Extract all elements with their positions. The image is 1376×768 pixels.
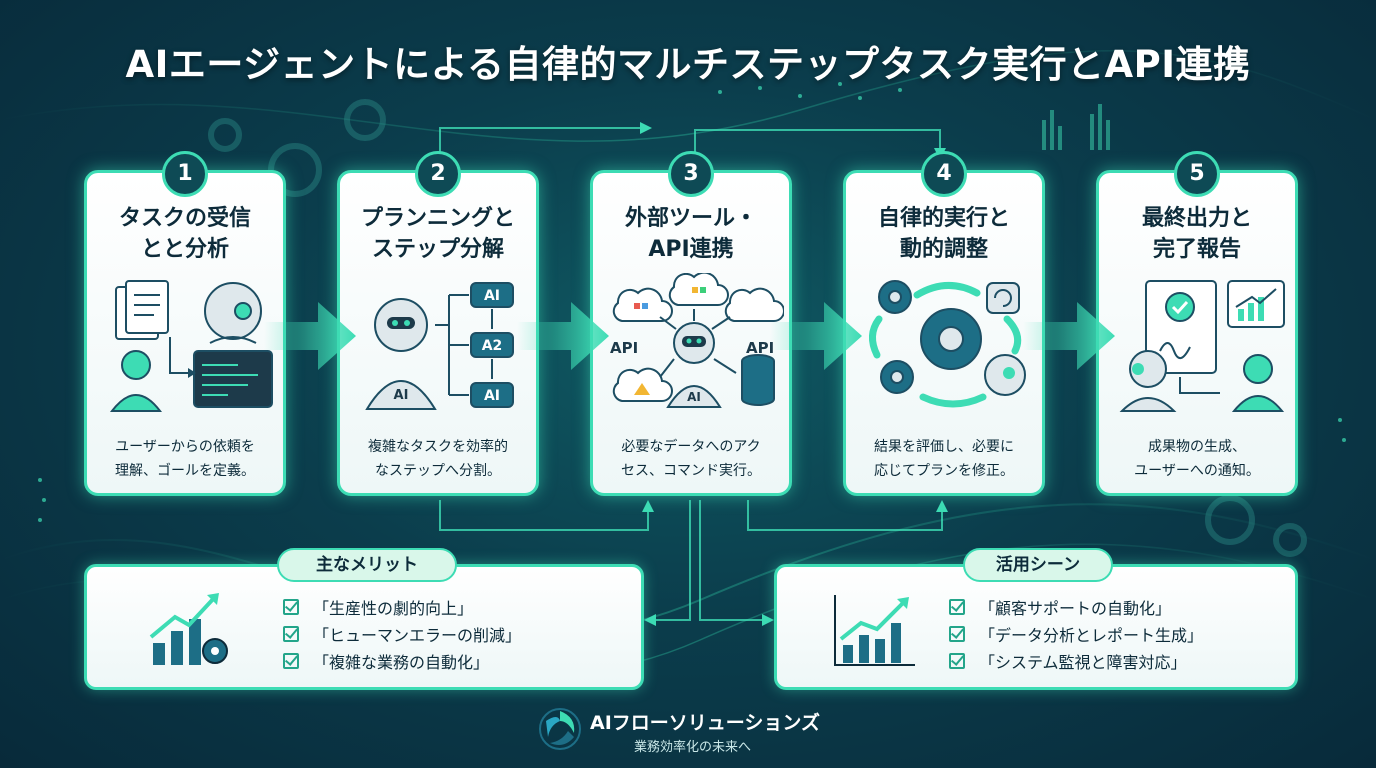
step-title-line: 動的調整 — [899, 237, 988, 262]
flow-arrow-1 — [264, 302, 356, 370]
list-item: 「生産性の劇的向上」 — [283, 593, 521, 620]
step-title: 自律的実行と 動的調整 — [846, 203, 1042, 265]
step-number: 2 — [415, 151, 461, 197]
step-description: ユーザーからの依頼を 理解、ゴールを定義。 — [87, 435, 283, 483]
step-desc-line: 成果物の生成、 — [1148, 439, 1246, 455]
list-item-text: 「生産性の劇的向上」 — [313, 598, 474, 618]
step-description: 結果を評価し、必要に 応じてプランを修正。 — [846, 435, 1042, 483]
flow-arrow-4 — [1023, 302, 1115, 370]
analytics-chart-icon — [834, 595, 915, 666]
list-item-text: 「システム監視と障害対応」 — [979, 652, 1187, 672]
step-card-2: 2 プランニングと ステップ分解 AI AI A2 AI 複雑なタスクを効率的 … — [337, 151, 539, 496]
list-item: 「ヒューマンエラーの削減」 — [283, 620, 521, 647]
step-number: 1 — [162, 151, 208, 197]
page-title: AIエージェントによる自律的マルチステップタスク実行とAPI連携 — [125, 43, 1251, 86]
merits-list: 「生産性の劇的向上」 「ヒューマンエラーの削減」 「複雑な業務の自動化」 — [283, 593, 521, 674]
step-title-line: とと分析 — [140, 237, 229, 262]
robot-label: AI — [394, 388, 409, 403]
step-title: プランニングと ステップ分解 — [340, 203, 536, 265]
brand-tagline: 業務効率化の未来へ — [634, 740, 752, 755]
chip-label: A2 — [482, 338, 503, 354]
step-card-1: 1 タスクの受信 とと分析 ユーザーからの依頼を 理解、ゴールを定義。 — [84, 151, 286, 496]
step-desc-line: 理解、ゴールを定義。 — [115, 463, 255, 479]
step-desc-line: ユーザーへの通知。 — [1134, 463, 1260, 479]
step-title-line: タスクの受信 — [118, 206, 251, 231]
checkbox-icon — [283, 625, 299, 642]
checkbox-icon — [283, 598, 299, 615]
list-item-text: 「顧客サポートの自動化」 — [979, 598, 1172, 618]
step-title-line: 完了報告 — [1152, 237, 1241, 262]
checkbox-icon — [949, 598, 965, 615]
step-description: 複雑なタスクを効率的 なステップへ分割。 — [340, 435, 536, 483]
flow-arrow-3 — [770, 302, 862, 370]
step-desc-line: ユーザーからの依頼を — [115, 439, 255, 455]
checkbox-icon — [283, 652, 299, 669]
report-output-icon — [1119, 280, 1285, 412]
step-description: 必要なデータへのアク セス、コマンド実行。 — [593, 435, 789, 483]
list-item: 「複雑な業務の自動化」 — [283, 647, 521, 674]
checkbox-icon — [949, 625, 965, 642]
step-card-3: 3 外部ツール・ API連携 AI API API 必要なデータへのアク セス、… — [590, 151, 792, 496]
chip-label: AI — [484, 388, 500, 404]
brand-logo-icon — [539, 708, 581, 750]
robot-label: AI — [687, 390, 701, 404]
merits-tag: 主なメリット — [277, 548, 457, 582]
api-label-right: API — [746, 339, 774, 357]
merits-panel: 主なメリット 「生産性の劇的向上」 「ヒューマンエラーの削減」 「複雑な業務の自… — [84, 548, 644, 690]
step-desc-line: 複雑なタスクを効率的 — [368, 439, 508, 455]
step-number: 4 — [921, 151, 967, 197]
step-title-line: API連携 — [648, 237, 734, 262]
step-desc-line: 応じてプランを修正。 — [874, 463, 1014, 479]
step-title-line: 外部ツール・ — [624, 206, 757, 231]
step-title-line: ステップ分解 — [371, 237, 504, 262]
step-desc-line: 必要なデータへのアク — [621, 439, 761, 455]
step-title-line: プランニングと — [360, 206, 515, 231]
step-title-line: 最終出力と — [1141, 206, 1252, 231]
api-integration-icon: AI API API — [610, 273, 784, 408]
list-item-text: 「複雑な業務の自動化」 — [313, 652, 490, 672]
brand-name: AIフローソリューションズ — [590, 712, 821, 734]
step-title: 最終出力と 完了報告 — [1099, 203, 1295, 265]
flow-arrow-2 — [517, 302, 609, 370]
scenes-tag: 活用シーン — [963, 548, 1113, 582]
checkbox-icon — [949, 652, 965, 669]
task-analysis-icon — [109, 280, 273, 412]
step-desc-line: 結果を評価し、必要に — [874, 439, 1014, 455]
list-item-text: 「ヒューマンエラーの削減」 — [313, 625, 522, 645]
list-item: 「顧客サポートの自動化」 — [949, 593, 1203, 620]
execution-gears-icon — [869, 280, 1026, 408]
step-description: 成果物の生成、 ユーザーへの通知。 — [1099, 435, 1295, 483]
list-item: 「データ分析とレポート生成」 — [949, 620, 1203, 647]
list-item: 「システム監視と障害対応」 — [949, 647, 1203, 674]
step-desc-line: なステップへ分割。 — [375, 463, 501, 479]
step-title: タスクの受信 とと分析 — [87, 203, 283, 265]
step-card-5: 5 最終出力と 完了報告 成果物の生成、 ユーザーへの通知。 — [1096, 151, 1298, 496]
step-title-line: 自律的実行と — [877, 206, 1010, 231]
list-item-text: 「データ分析とレポート生成」 — [979, 625, 1204, 645]
chip-label: AI — [484, 288, 500, 304]
step-number: 5 — [1174, 151, 1220, 197]
scenes-panel: 活用シーン 「顧客サポートの自動化」 「データ分析とレポート生成」 「システム監… — [774, 548, 1298, 690]
scenes-list: 「顧客サポートの自動化」 「データ分析とレポート生成」 「システム監視と障害対応… — [949, 593, 1203, 674]
step-card-4: 4 自律的実行と 動的調整 結果を評価し、必要に 応じてプランを修正。 — [843, 151, 1045, 496]
step-title: 外部ツール・ API連携 — [593, 203, 789, 265]
step-desc-line: セス、コマンド実行。 — [621, 463, 761, 479]
growth-chart-icon — [149, 593, 228, 665]
step-number: 3 — [668, 151, 714, 197]
api-label-left: API — [610, 339, 638, 357]
planning-icon: AI AI A2 AI — [365, 282, 514, 410]
